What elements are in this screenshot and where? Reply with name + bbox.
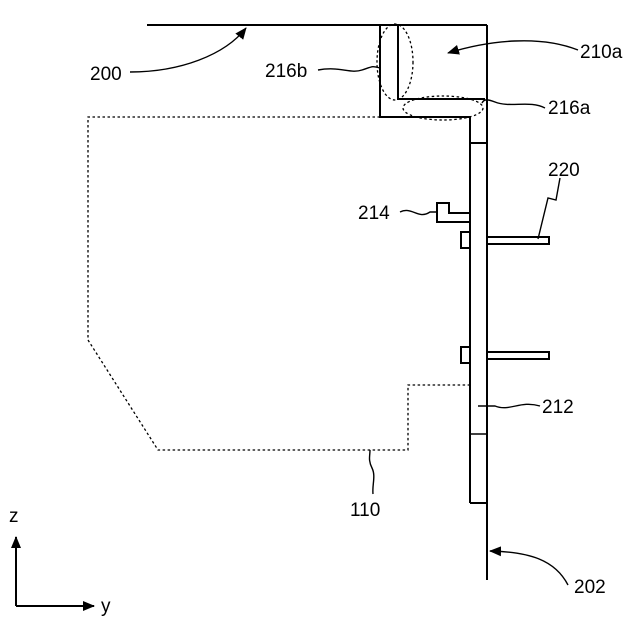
label-216a: 216a <box>548 98 591 119</box>
label-220: 220 <box>548 160 580 181</box>
label-214: 214 <box>358 203 390 224</box>
tab-upper <box>461 232 470 248</box>
rail-212 <box>470 143 487 503</box>
hook-214 <box>437 203 470 222</box>
axis-y-label: y <box>101 596 111 617</box>
leader-216a <box>482 100 545 108</box>
leader-110 <box>370 450 374 494</box>
bracket-210a <box>380 25 485 143</box>
label-200: 200 <box>90 64 122 85</box>
leader-216b <box>318 67 380 71</box>
label-202: 202 <box>574 577 606 598</box>
tab-lower <box>461 347 470 363</box>
leader-220 <box>538 178 560 239</box>
label-110: 110 <box>350 500 380 521</box>
leader-200 <box>130 28 246 72</box>
label-210a: 210a <box>580 42 623 63</box>
leader-210a <box>448 41 578 53</box>
axis-z-label: z <box>9 506 19 527</box>
outline-110 <box>88 117 470 450</box>
label-216b: 216b <box>265 61 307 82</box>
shelf-220-lower <box>487 352 549 359</box>
leader-214 <box>400 210 437 214</box>
label-212: 212 <box>542 397 574 418</box>
leader-202 <box>490 551 568 585</box>
shelf-220-upper <box>487 237 549 244</box>
region-216b-circle <box>377 24 413 100</box>
axis-indicator: z y <box>9 506 111 617</box>
